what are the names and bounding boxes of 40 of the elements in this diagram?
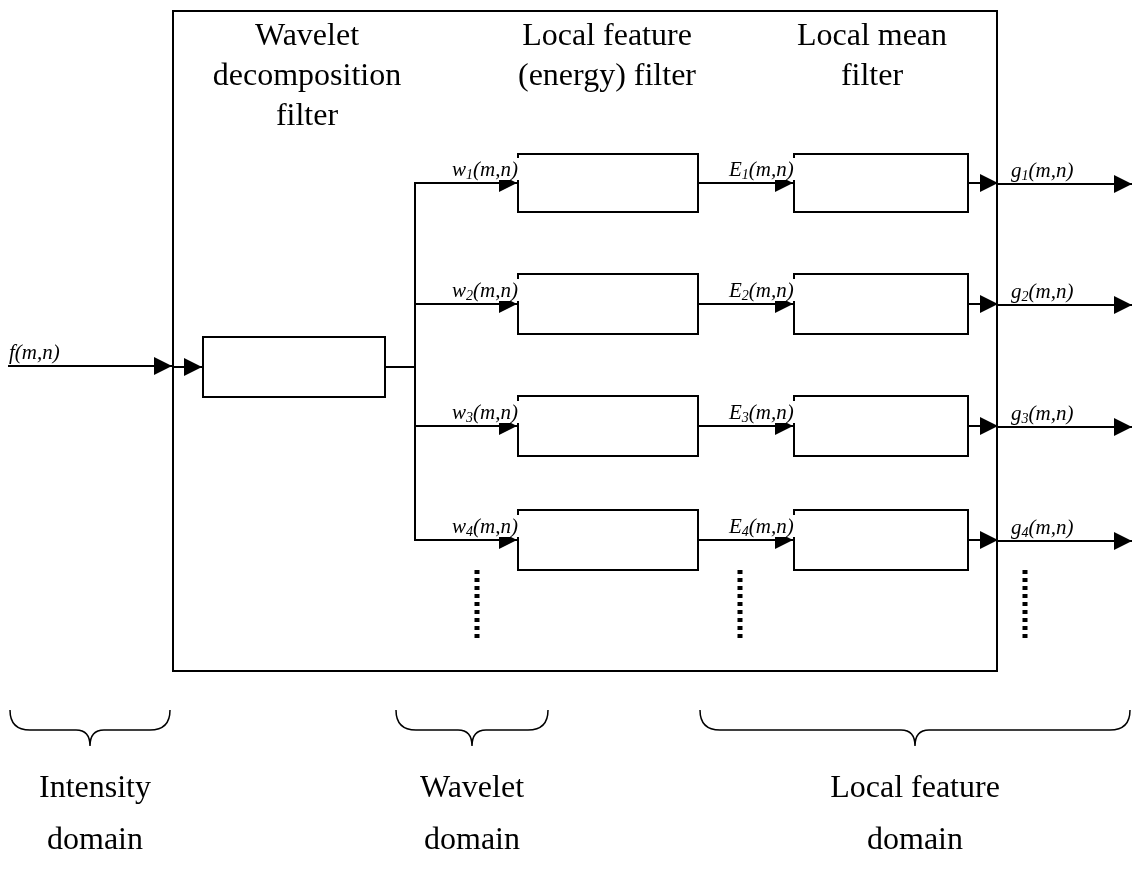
edge-label: g$_{2}$(m,n) <box>1010 280 1075 302</box>
arrow <box>997 175 1133 193</box>
filter-box <box>793 153 969 213</box>
filter-box <box>517 273 699 335</box>
edge-label: w$_{2}$(m,n) <box>451 279 519 301</box>
domain-label: Wavelet domain <box>419 767 525 858</box>
edge-label: E$_{4}$(m,n) <box>728 515 795 537</box>
edge-label: g$_{4}$(m,n) <box>1010 516 1075 538</box>
edge-label: w$_{4}$(m,n) <box>451 515 519 537</box>
system-box <box>172 10 998 672</box>
column-heading: Wavelet decomposition filter <box>211 15 403 134</box>
edge-label: w$_{3}$(m,n) <box>451 401 519 423</box>
edge-label: E$_{2}$(m,n) <box>728 279 795 301</box>
filter-box <box>793 273 969 335</box>
arrow <box>171 358 203 376</box>
filter-box <box>793 509 969 571</box>
arrow <box>968 417 999 435</box>
domain-label: Intensity domain <box>38 767 152 858</box>
arrow <box>968 174 999 192</box>
filter-box <box>202 336 386 398</box>
arrow <box>968 295 999 313</box>
filter-box <box>517 395 699 457</box>
filter-box <box>517 153 699 213</box>
arrow <box>968 531 999 549</box>
arrow <box>997 532 1133 550</box>
filter-box <box>517 509 699 571</box>
edge-label: g$_{1}$(m,n) <box>1010 159 1075 181</box>
edge-label: f(m,n) <box>8 341 61 363</box>
edge-label: g$_{3}$(m,n) <box>1010 402 1075 424</box>
column-heading: Local mean filter <box>795 15 949 94</box>
edge-label: E$_{3}$(m,n) <box>728 401 795 423</box>
edge-label: w$_{1}$(m,n) <box>451 158 519 180</box>
filter-box <box>793 395 969 457</box>
arrow <box>997 418 1133 436</box>
domain-label: Local feature domain <box>829 767 1001 858</box>
arrow <box>997 296 1133 314</box>
arrow <box>7 357 173 375</box>
edge-label: E$_{1}$(m,n) <box>728 158 795 180</box>
column-heading: Local feature (energy) filter <box>517 15 697 94</box>
arrow <box>385 366 518 549</box>
